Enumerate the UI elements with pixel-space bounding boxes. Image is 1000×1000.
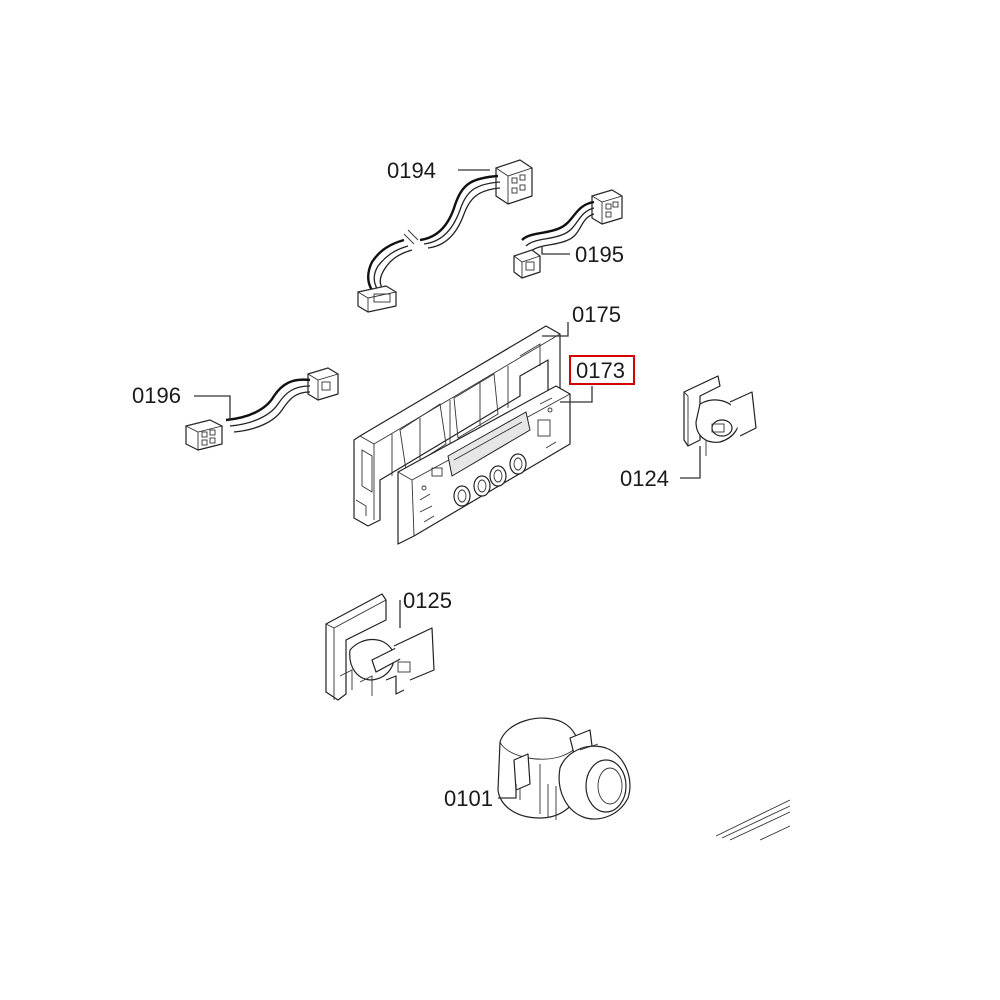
leader-0175: [542, 322, 569, 337]
leader-0124: [680, 446, 701, 479]
partial-part-edge: [715, 799, 791, 841]
connector-0196-bottom: [184, 419, 224, 451]
part-0173-control-pcb[interactable]: [397, 385, 571, 545]
label-0101[interactable]: 0101: [444, 786, 493, 811]
highlight-box-0173: [569, 355, 635, 385]
part-0124-rotary-switch[interactable]: [683, 375, 757, 456]
connector-0195-bottom: [513, 249, 541, 279]
leader-0101: [498, 784, 517, 799]
leader-0195: [541, 246, 570, 255]
label-0173[interactable]: 0173: [576, 358, 625, 383]
connector-0194-top: [494, 159, 534, 205]
part-0194-wire-harness[interactable]: [356, 159, 534, 313]
connector-0195-top: [590, 189, 624, 225]
part-0101-encoder-assembly[interactable]: [497, 717, 631, 820]
label-0175[interactable]: 0175: [572, 302, 621, 327]
part-0195-wire-harness[interactable]: [513, 189, 624, 279]
leader-0173: [560, 386, 593, 403]
connector-0196-top: [306, 367, 340, 401]
connector-0194-bottom: [356, 285, 398, 313]
label-0125[interactable]: 0125: [403, 588, 452, 613]
leader-0196: [194, 395, 231, 418]
label-0124[interactable]: 0124: [620, 466, 669, 491]
label-0196[interactable]: 0196: [132, 383, 181, 408]
label-0194[interactable]: 0194: [387, 158, 436, 183]
part-0175-frame[interactable]: [353, 325, 561, 527]
part-0125-switch-bracket[interactable]: [325, 593, 435, 701]
label-0195[interactable]: 0195: [575, 242, 624, 267]
part-0196-wire-harness[interactable]: [184, 367, 340, 451]
